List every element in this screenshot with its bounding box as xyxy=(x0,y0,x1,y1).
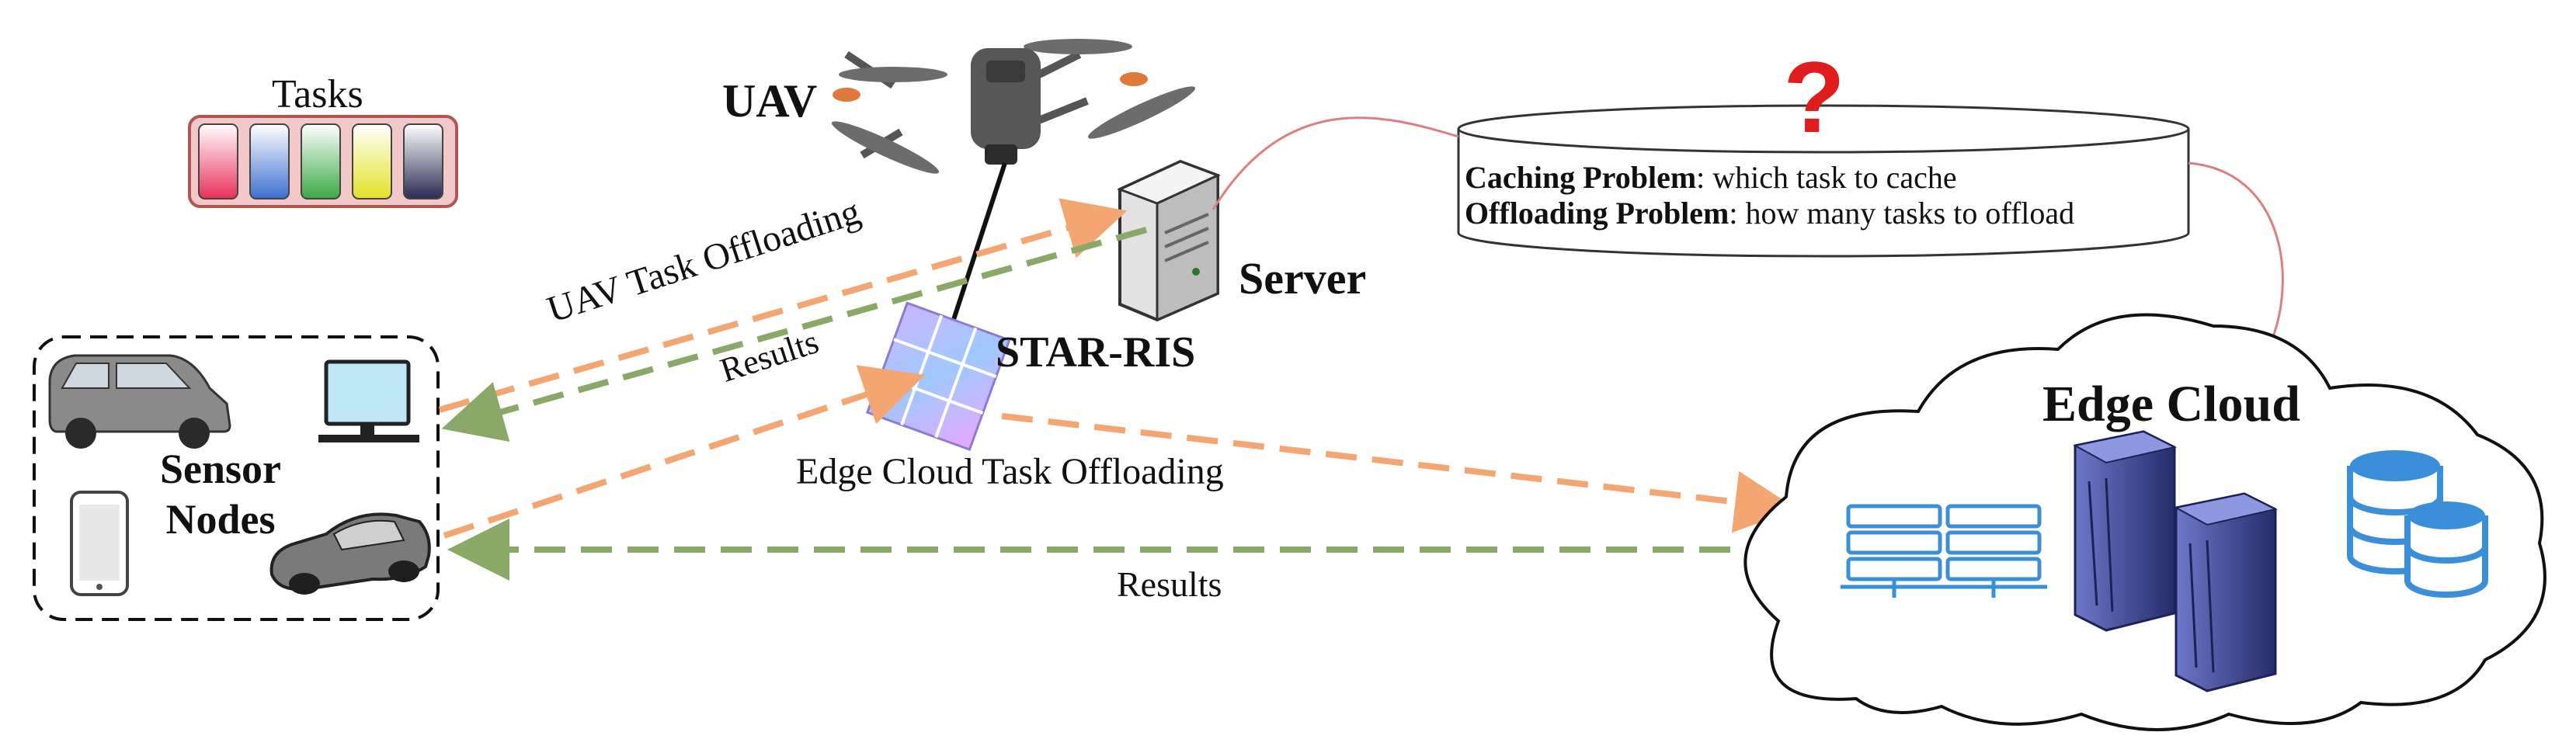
offloading-problem-term: Offloading Problem xyxy=(1465,196,1730,231)
question-mark-icon: ? xyxy=(1783,40,1844,154)
computer-icon xyxy=(318,359,419,442)
smartphone-icon xyxy=(70,491,129,596)
edge-cloud-label: Edge Cloud xyxy=(2042,376,2300,432)
uav-label: UAV xyxy=(722,75,818,127)
star-ris-label: STAR-RIS xyxy=(996,328,1196,376)
uav-ris-link xyxy=(945,162,1007,339)
edge-offload-arrow-out xyxy=(1001,413,1797,533)
server-icon xyxy=(1117,159,1221,322)
sensor-label-line2: Nodes xyxy=(165,495,276,543)
sensor-nodes-label: Sensor Nodes xyxy=(160,444,281,545)
rack-server-icon xyxy=(1841,504,2047,598)
car-icon xyxy=(269,512,431,595)
tower-server-icon xyxy=(2073,430,2278,692)
cylinder-cloud-link xyxy=(2188,161,2284,347)
caching-problem-desc: : which task to cache xyxy=(1696,160,1957,195)
problem-description: Caching Problem: which task to cache Off… xyxy=(1465,160,2074,231)
edge-results-label: Results xyxy=(1117,564,1222,604)
tasks-icon xyxy=(188,115,458,208)
sensor-label-line1: Sensor xyxy=(160,446,282,492)
uav-results-arrow xyxy=(441,227,1148,442)
edge-cloud-task-offloading-label: Edge Cloud Task Offloading xyxy=(796,451,1224,492)
star-ris-icon xyxy=(865,301,1011,452)
database-icon xyxy=(2347,450,2488,598)
edge-offload-arrow-in xyxy=(443,365,926,539)
uav-offload-arrow xyxy=(438,198,1128,413)
drone-icon xyxy=(831,39,1196,174)
sensor-nodes-box xyxy=(33,335,440,621)
offloading-problem-row: Offloading Problem: how many tasks to of… xyxy=(1465,196,2074,231)
offloading-problem-desc: : how many tasks to offload xyxy=(1729,196,2075,231)
tasks-label: Tasks xyxy=(272,72,363,116)
server-label: Server xyxy=(1239,253,1367,304)
problem-cylinder xyxy=(1457,104,2190,258)
server-cylinder-link xyxy=(1212,116,1459,210)
van-icon xyxy=(48,354,231,449)
caching-problem-row: Caching Problem: which task to cache xyxy=(1465,160,2074,196)
caching-problem-term: Caching Problem xyxy=(1465,160,1697,195)
